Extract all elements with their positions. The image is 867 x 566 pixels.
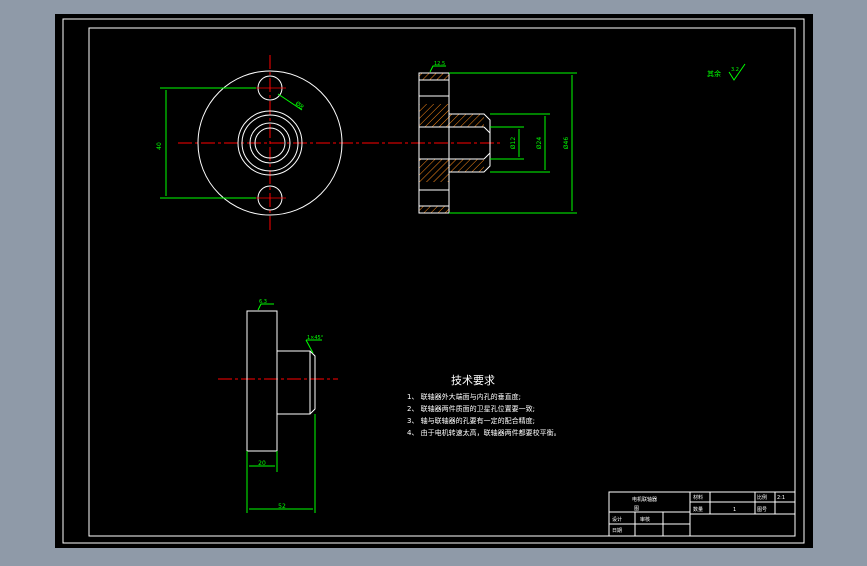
tb-date: 日期 <box>612 528 622 534</box>
tech-title: 技术要求 <box>451 374 495 387</box>
tb-material: 材料 <box>693 494 703 501</box>
dim-flange-dia: Ø46 <box>563 137 570 150</box>
dim-bolt-hole: Ø8 <box>294 100 305 111</box>
tb-drawing: 图 <box>634 506 639 512</box>
tech-item-1: 1、 联轴器外大端面与内孔的垂直度; <box>407 392 521 401</box>
tb-scale: 2:1 <box>777 495 785 501</box>
outer-frame <box>62 18 805 544</box>
dim-flange-thickness: 20 <box>258 460 266 467</box>
section-view: Ø12 Ø24 Ø46 12.5 <box>365 61 577 214</box>
roughness-section: 12.5 <box>434 61 445 67</box>
front-view: 40 Ø8 <box>156 55 365 232</box>
dim-bore-outer: Ø24 <box>536 137 543 150</box>
roughness-note: 其余 3.2 <box>707 63 746 81</box>
roughness-note-value: 3.2 <box>731 67 739 73</box>
tb-quantity-label: 数量 <box>693 506 703 513</box>
dim-overall-length: 52 <box>278 503 286 510</box>
roughness-note-label: 其余 <box>707 69 721 78</box>
title-block: 电机联轴器 图 设计 审核 日期 材料 数量 1 比例 2:1 图号 <box>608 491 796 537</box>
tb-drawing-no: 图号 <box>757 507 767 513</box>
inner-frame <box>88 27 796 537</box>
dim-bore-inner: Ø12 <box>510 137 517 150</box>
tech-item-3: 3、 轴与联轴器的孔要有一定的配合精度; <box>407 416 535 425</box>
tb-quantity: 1 <box>733 507 736 513</box>
dim-chamfer: 1×45° <box>307 335 324 341</box>
tech-requirements: 技术要求 1、 联轴器外大端面与内孔的垂直度; 2、 联轴器两件质面的卫星孔位置… <box>407 374 561 437</box>
tech-item-2: 2、 联轴器两件质面的卫星孔位置要一致; <box>407 404 535 413</box>
tb-part-name: 电机联轴器 <box>632 496 657 503</box>
outline-view: 20 52 1×45° 6.3 <box>218 299 338 513</box>
tb-check: 审核 <box>640 516 650 523</box>
roughness-outline: 6.3 <box>259 299 267 305</box>
dim-hole-spacing: 40 <box>156 142 163 150</box>
tb-design: 设计 <box>612 516 622 523</box>
tb-scale-label: 比例 <box>757 494 767 501</box>
drawing-paper <box>55 14 813 548</box>
tech-item-4: 4、 由于电机转速太高，联轴器两件都要校平衡。 <box>407 428 561 437</box>
